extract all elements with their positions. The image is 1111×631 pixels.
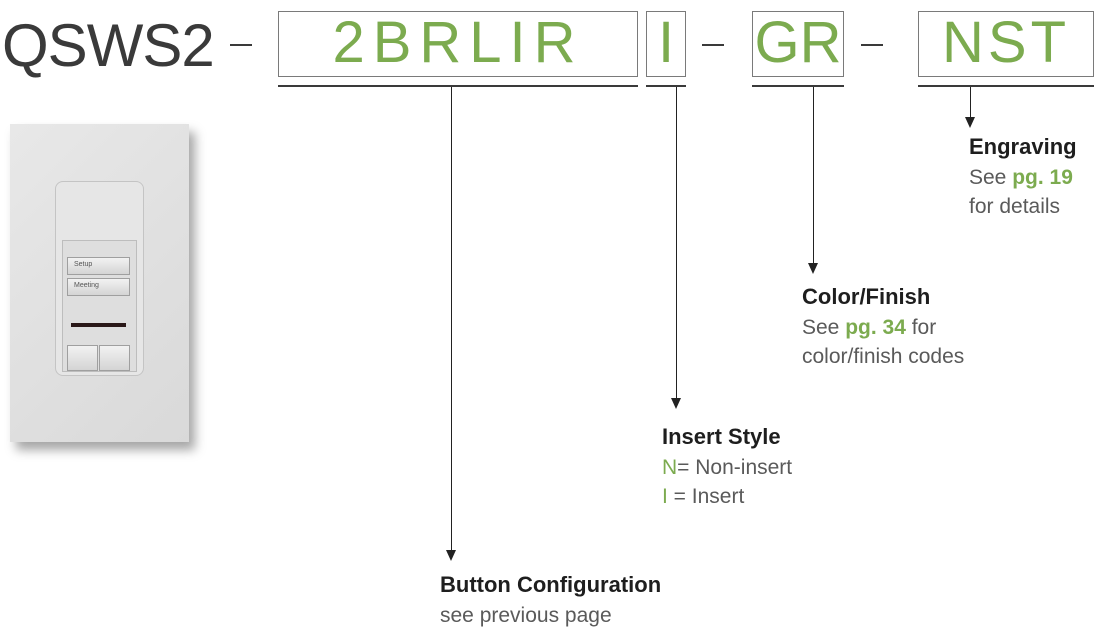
segment-underline [278,85,638,87]
arrow-down-icon [671,398,681,409]
keypad-button-setup: Setup [67,257,130,275]
callout-line: color/finish codes [802,345,965,368]
arrow-down-icon [808,263,818,274]
segment-button-config: 2BRLIR [278,11,638,77]
segment-engraving: NST [918,11,1094,77]
segment-underline [918,85,1094,87]
separator-dash [861,44,883,46]
arrow-down-icon [446,550,456,561]
segment-underline [646,85,686,87]
callout-line: see previous page [440,604,612,627]
separator-dash [702,44,724,46]
callout-title: Button Configuration [440,572,662,597]
leader-line-color-finish [813,87,814,265]
callout-title: Color/Finish [802,284,931,309]
callout-line: See pg. 34 for [802,316,937,339]
keypad-button-raise [99,345,130,371]
callout-engraving: Engraving See pg. 19 for details [969,133,1111,221]
keypad-button-lower [67,345,98,371]
separator-dash [230,44,252,46]
callout-line: See pg. 19 [969,166,1073,189]
callout-button-configuration: Button Configuration see previous page [440,571,760,630]
leader-line-insert-style [676,87,677,400]
segment-color-finish: GR [752,11,844,77]
segment-underline [752,85,844,87]
callout-title: Insert Style [662,424,781,449]
leader-line-engraving [970,87,971,119]
led-bar [71,323,126,327]
page-reference: pg. 19 [1012,166,1073,189]
option-insert: I = Insert [662,485,745,508]
callout-line: for details [969,195,1061,218]
callout-insert-style: Insert Style N= Non-insert I = Insert [662,423,922,511]
callout-title: Engraving [969,134,1077,159]
leader-line-button-config [451,87,452,553]
arrow-down-icon [965,117,975,128]
keypad-button-meeting: Meeting [67,278,130,296]
segment-insert-style: I [646,11,686,77]
model-prefix: QSWS2 [2,12,215,79]
callout-color-finish: Color/Finish See pg. 34 for color/finish… [802,283,1062,371]
option-non-insert: N= Non-insert [662,456,793,479]
page-reference: pg. 34 [845,316,906,339]
